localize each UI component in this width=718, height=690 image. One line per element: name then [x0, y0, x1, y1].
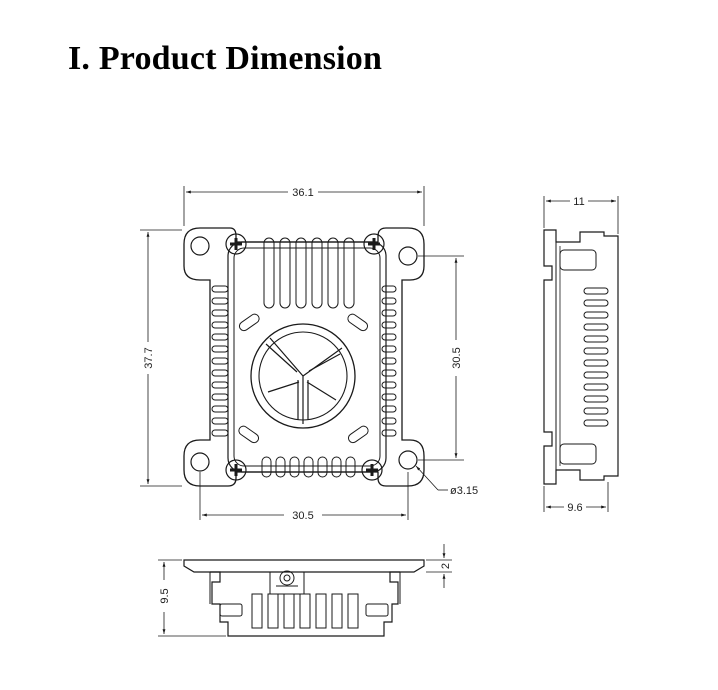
screw-icon	[225, 233, 247, 255]
front-view	[183, 227, 425, 487]
bottom-view	[183, 559, 425, 637]
horizontal-spacing-label: 30.5	[292, 510, 313, 522]
left-fins	[211, 285, 229, 437]
bottom-dimensions: 9.5 2	[158, 544, 452, 637]
page-title: I. Product Dimension	[68, 40, 383, 77]
bottom-fins	[251, 593, 359, 629]
screw-icon	[225, 459, 247, 481]
antenna-connector-icon	[269, 570, 305, 595]
top-width-label: 36.1	[292, 187, 313, 199]
side-top-width-label: 11	[573, 196, 584, 208]
side-dimensions: 11 9.6	[543, 196, 619, 514]
bottom-plate-label: 2	[440, 563, 452, 569]
hole-diameter-label: ø3.15	[450, 485, 478, 497]
side-view	[543, 229, 619, 485]
front-dimensions: 36.1 37.7 30.5 30.5 ø3.15	[140, 186, 478, 522]
bottom-vents	[261, 456, 356, 478]
vertical-spacing-label: 30.5	[451, 347, 463, 368]
screw-icon	[361, 459, 383, 481]
side-fins	[583, 287, 609, 427]
left-height-label: 37.7	[143, 347, 155, 368]
top-vents	[263, 237, 355, 309]
bottom-height-label: 9.5	[159, 588, 171, 603]
screw-icon	[363, 233, 385, 255]
fan-icon	[250, 323, 356, 429]
right-fins	[381, 285, 397, 437]
side-bottom-width-label: 9.6	[567, 502, 582, 514]
